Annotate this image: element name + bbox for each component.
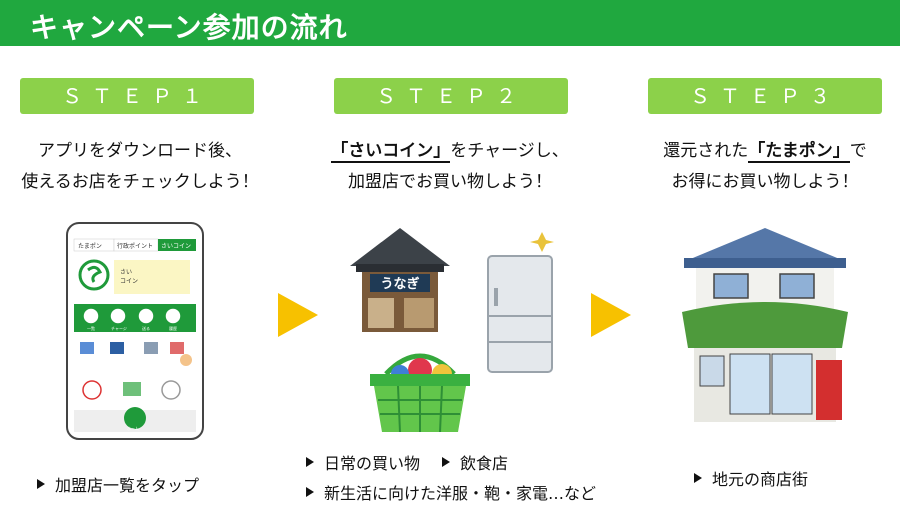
eel-sign-text: うなぎ: [380, 276, 419, 292]
charge-icon: [109, 307, 127, 325]
tap-hand-icon: [180, 354, 192, 366]
refrigerator-illustration: [487, 232, 554, 373]
header-bar: キャンペーン参加の流れ: [0, 0, 900, 46]
step1-label: ＳＴＥＰ１: [20, 78, 254, 114]
bullet-store-list-tap: 加盟店一覧をタップ: [55, 476, 200, 495]
step3-line2: お得にお買い物しよう！: [671, 172, 859, 192]
home-icon: [124, 407, 146, 429]
action-charge-label: チャージ: [111, 326, 127, 331]
card-icon: [110, 342, 124, 354]
step2-label: ＳＴＥＰ２: [334, 78, 568, 114]
step1-line1: アプリをダウンロード後、: [38, 141, 242, 161]
step1-line2: 使えるお店をチェックしよう！: [21, 172, 259, 192]
triangle-bullet-icon: [694, 473, 702, 483]
saicoin-highlight: 「さいコイン」: [331, 141, 451, 163]
shopping-basket-illustration: [370, 353, 470, 433]
step2-description: 「さいコイン」をチャージし、 加盟店でお買い物しよう！: [310, 136, 590, 198]
action-list-label: 一覧: [87, 325, 95, 331]
phone-tab-tamapon: たまポン: [78, 242, 102, 250]
store-list-icon: [170, 342, 184, 354]
step1-bullet: 加盟店一覧をタップ: [37, 472, 199, 496]
list-icon: [82, 307, 100, 325]
bullet-daily-shopping: 日常の買い物: [324, 454, 421, 473]
arrow-icon-2: [591, 293, 631, 337]
step2-line1: 「さいコイン」をチャージし、: [310, 136, 590, 167]
phone-tab-saicoin: さいコイン: [161, 243, 191, 250]
notice-icon: [82, 380, 102, 400]
step2-bullet-row2: 新生活に向けた洋服・鞄・家電…など: [306, 480, 596, 504]
step3-description: 還元された「たまポン」で お得にお買い物しよう！: [625, 136, 900, 198]
step3-bullet: 地元の商店街: [694, 466, 808, 490]
bullet-local-shopping-street: 地元の商店街: [712, 470, 809, 489]
step2-line2: 加盟店でお買い物しよう！: [348, 172, 552, 192]
step3-line1: 還元された「たまポン」で: [625, 136, 900, 167]
step2-bullet-row1: 日常の買い物 飲食店: [306, 450, 508, 474]
coin-label-line1: さい: [120, 269, 132, 276]
triangle-bullet-icon: [37, 479, 45, 489]
triangle-bullet-icon: [306, 487, 314, 497]
eel-shop-illustration: うなぎ: [350, 228, 450, 332]
step3-label: ＳＴＥＰ３: [648, 78, 882, 114]
coin-label-line2: コイン: [120, 278, 138, 285]
home-label: ホーム: [127, 426, 139, 431]
application-icon: [144, 342, 158, 354]
history-icon: [164, 307, 182, 325]
bullet-restaurants: 飲食店: [460, 454, 509, 473]
tamapon-highlight: 「たまポン」: [748, 141, 850, 163]
step3-line1-post: で: [849, 141, 867, 161]
send-icon: [137, 307, 155, 325]
bullet-new-life-goods: 新生活に向けた洋服・鞄・家電…など: [324, 484, 597, 503]
action-send-label: 送る: [142, 325, 150, 331]
step3-line1-pre: 還元された: [663, 141, 749, 161]
phone-illustration: たまポン 行政ポイント さいコイン さい コイン 一覧 チャージ 送る 履歴 ホ…: [66, 222, 204, 440]
triangle-bullet-icon: [306, 457, 314, 467]
phone-tab-gyosei: 行政ポイント: [117, 242, 153, 250]
sparkle-icon: [530, 232, 554, 252]
local-shop-illustration: [682, 228, 848, 422]
more-icon: [161, 380, 181, 400]
step2-line1-rest: をチャージし、: [450, 141, 569, 161]
triangle-bullet-icon: [442, 457, 451, 467]
calendar-icon: [80, 342, 94, 354]
step1-description: アプリをダウンロード後、 使えるお店をチェックしよう！: [0, 136, 280, 198]
page-title: キャンペーン参加の流れ: [30, 11, 348, 44]
homepage-icon: [123, 382, 141, 396]
arrow-icon-1: [278, 293, 318, 337]
vending-machine-icon: [816, 360, 842, 420]
action-history-label: 履歴: [169, 325, 177, 331]
